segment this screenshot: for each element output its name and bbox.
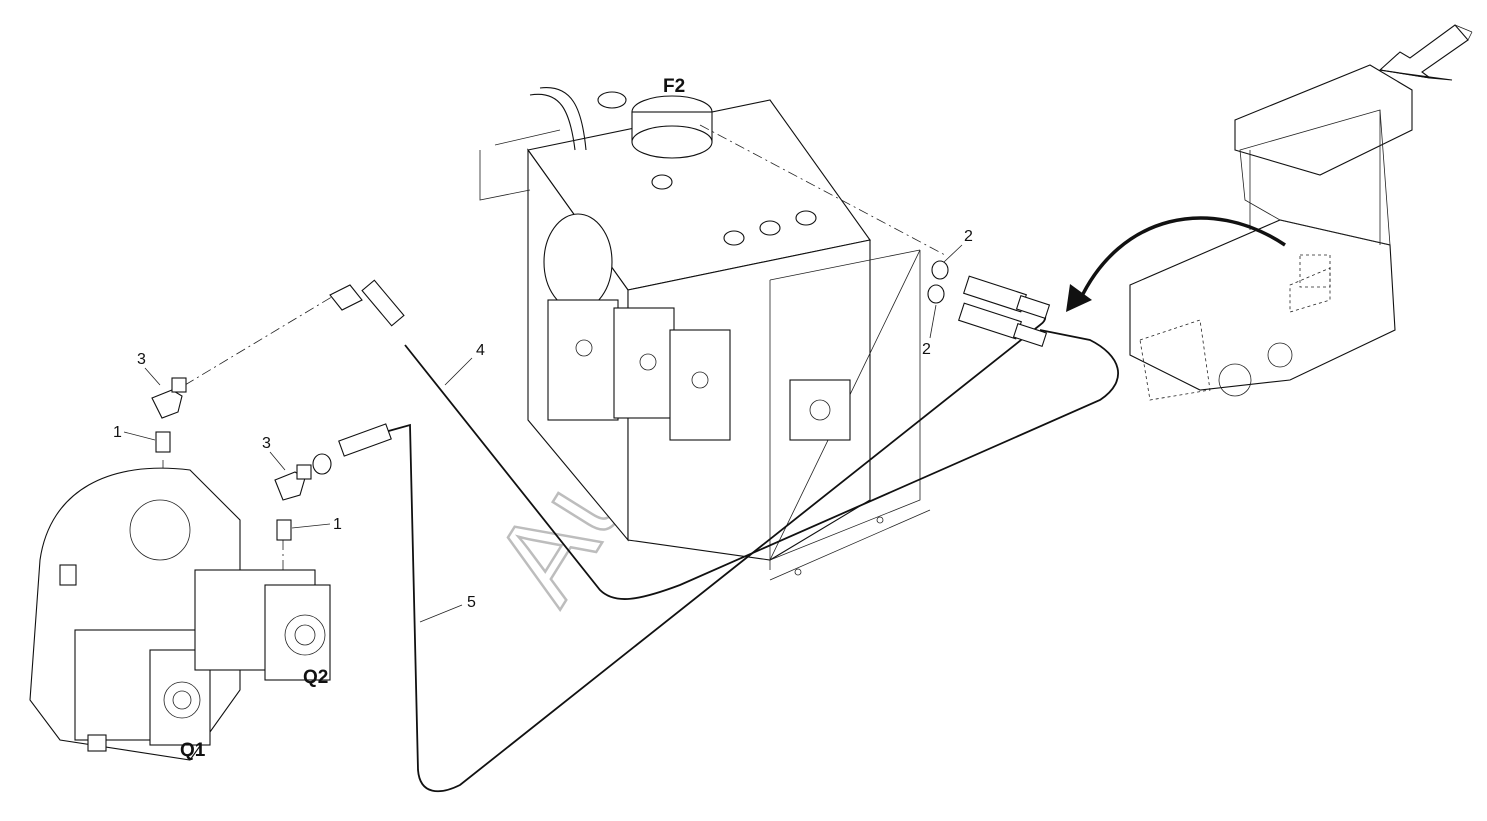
paver-machine-overview: [1129, 64, 1413, 401]
adaptor-item-1b: [276, 519, 292, 541]
pump-assembly: [29, 467, 331, 761]
label-item-1b: 1: [333, 516, 342, 533]
label-f2: F2: [663, 76, 685, 97]
connection-line-hose4: [184, 294, 336, 386]
label-item-1a: 1: [113, 424, 122, 441]
label-item-2b: 2: [922, 341, 931, 358]
elbow-fitting-item-3a: [151, 377, 187, 419]
adaptor-item-1a: [155, 431, 171, 453]
label-item-3b: 3: [262, 435, 271, 452]
label-item-5: 5: [467, 594, 476, 611]
connection-line-f2: [699, 124, 946, 256]
elbow-fitting-item-3b: [274, 464, 312, 501]
hose-4: [329, 279, 1119, 600]
fittings-item-2: [927, 260, 1051, 347]
label-item-4: 4: [476, 342, 485, 359]
label-q1: Q1: [180, 740, 206, 761]
label-q2: Q2: [303, 667, 328, 688]
label-item-2a: 2: [964, 228, 973, 245]
view-direction-arrow-icon: [1378, 24, 1473, 81]
label-item-3a: 3: [137, 351, 146, 368]
hydraulic-tank-assembly: [479, 87, 931, 581]
curved-location-arrow-icon: [1066, 216, 1286, 312]
